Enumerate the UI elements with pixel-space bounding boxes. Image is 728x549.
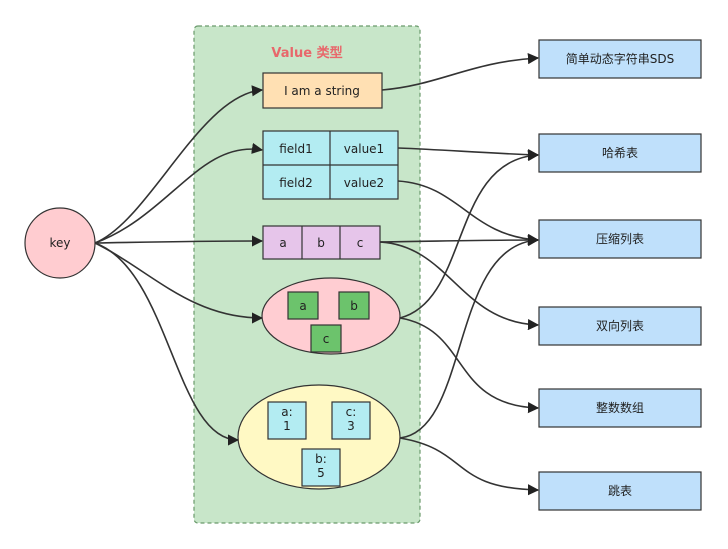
encoding-skiplist-label: 跳表: [608, 484, 632, 498]
string-value-text: I am a string: [284, 84, 360, 98]
edge-list-to-ziplist: [379, 234, 540, 246]
hash-value: field1 value1 field2 value2: [262, 130, 399, 200]
zset-item-c: c:3: [346, 405, 357, 433]
encoding-linkedlist: 双向列表: [538, 306, 702, 346]
hash-field-2: field2: [279, 176, 313, 190]
edge-hash-to-ziplist: [397, 180, 540, 245]
edge-set-to-intset: [399, 317, 540, 414]
encoding-linkedlist-label: 双向列表: [596, 318, 644, 333]
hash-value-2: value2: [344, 176, 384, 190]
value-type-title: Value 类型: [271, 45, 342, 61]
set-item-c: c: [323, 332, 330, 346]
set-value: a b c: [261, 277, 401, 355]
hash-field-1: field1: [279, 142, 313, 156]
edges: [94, 53, 540, 496]
edge-key-to-list: [94, 235, 264, 247]
encoding-intset-label: 整数数组: [596, 400, 644, 415]
encoding-sds-label: 简单动态字符串SDS: [566, 51, 674, 66]
zset-item-b: b:5: [315, 452, 327, 480]
set-item-b: b: [350, 299, 358, 313]
list-value: a b c: [262, 225, 381, 260]
set-item-a: a: [299, 299, 306, 313]
edge-string-to-sds: [381, 53, 540, 91]
edge-set-to-hashtable: [399, 149, 540, 319]
key-label: key: [49, 236, 70, 250]
zset-item-a: a:1: [281, 405, 292, 433]
edge-hash-to-hashtable: [397, 147, 540, 161]
edge-key-to-string: [94, 85, 264, 244]
encoding-intset: 整数数组: [538, 388, 702, 428]
list-cell-a: a: [279, 236, 286, 250]
encoding-hashtable: 哈希表: [538, 133, 702, 173]
encoding-hashtable-label: 哈希表: [602, 145, 638, 160]
encoding-skiplist: 跳表: [538, 471, 702, 511]
list-cell-b: b: [317, 236, 325, 250]
encoding-ziplist-label: 压缩列表: [596, 231, 644, 246]
edge-key-to-hash: [94, 142, 264, 244]
encoding-ziplist: 压缩列表: [538, 219, 702, 259]
edge-zset-to-skiplist: [399, 437, 540, 496]
edge-key-to-zset: [94, 242, 240, 446]
zset-value: a:1 c:3 b:5: [237, 384, 401, 490]
list-cell-c: c: [357, 236, 364, 250]
encoding-sds: 简单动态字符串SDS: [538, 39, 702, 79]
edge-zset-to-ziplist: [399, 235, 540, 439]
key-node: key: [24, 207, 96, 279]
string-value: I am a string: [262, 72, 383, 109]
edge-list-to-linkedlist: [379, 241, 540, 331]
hash-value-1: value1: [344, 142, 384, 156]
